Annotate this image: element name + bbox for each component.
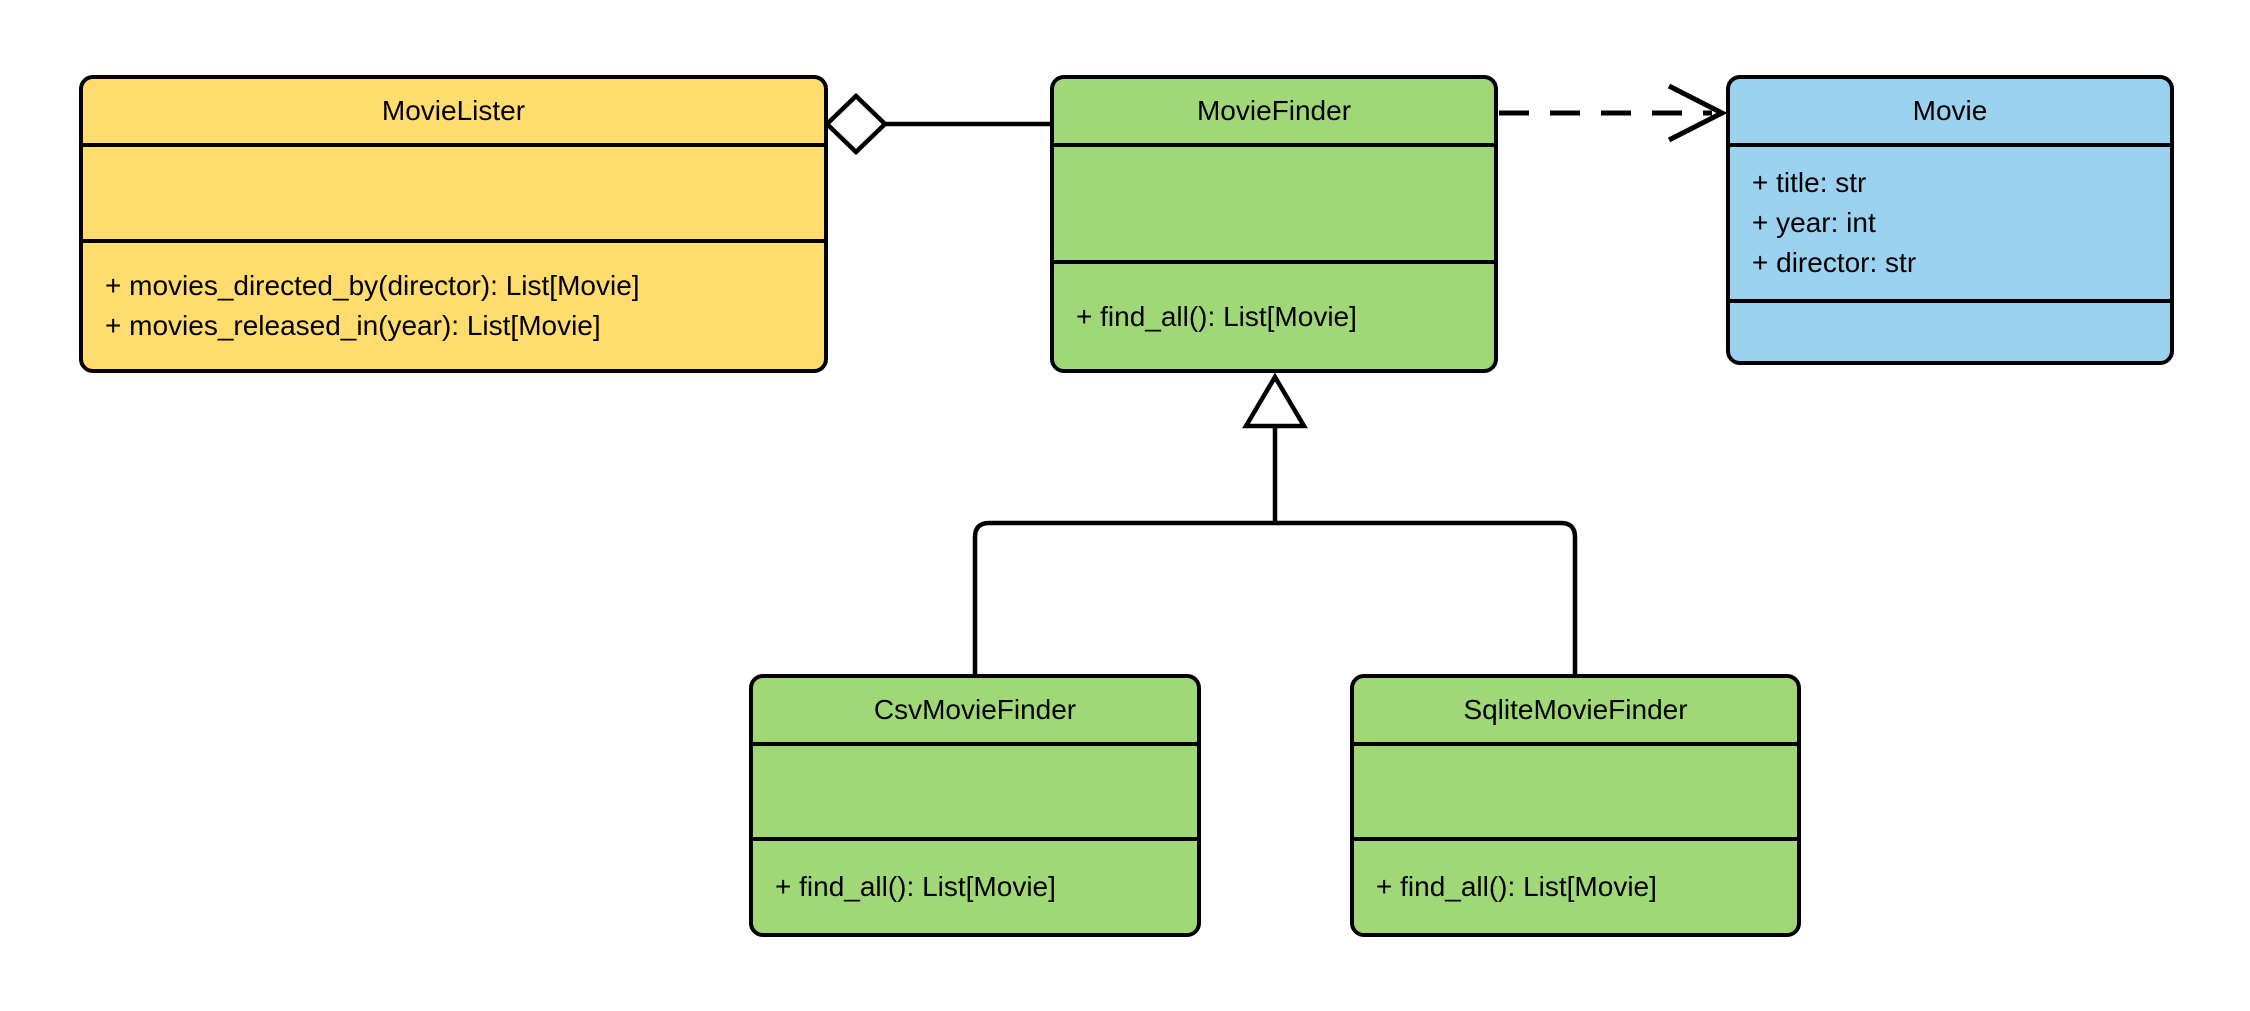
dependency-connector xyxy=(1499,83,1728,143)
method-label: + find_all(): List[Movie] xyxy=(775,871,1056,902)
class-moviefinder-attributes-empty xyxy=(1054,143,1494,260)
aggregation-connector xyxy=(823,92,1052,156)
method-label: + movies_released_in(year): List[Movie] xyxy=(105,310,601,341)
class-movielister: MovieLister + movies_directed_by(directo… xyxy=(79,75,828,373)
class-csvmoviefinder-title: CsvMovieFinder xyxy=(873,694,1077,725)
class-csvmoviefinder-methods: + find_all(): List[Movie] xyxy=(753,837,1197,933)
method-label: + find_all(): List[Movie] xyxy=(1076,300,1357,332)
generalization-connector xyxy=(972,372,1578,676)
method-label: + find_all(): List[Movie] xyxy=(1376,871,1657,902)
class-movie-methods-empty xyxy=(1730,299,2170,361)
class-moviefinder-title: MovieFinder xyxy=(1196,95,1352,126)
class-csvmoviefinder-attributes-empty xyxy=(753,742,1197,837)
class-sqlitemoviefinder-title: SqliteMovieFinder xyxy=(1463,694,1688,725)
class-sqlitemoviefinder: SqliteMovieFinder + find_all(): List[Mov… xyxy=(1350,674,1801,937)
class-movielister-title: MovieLister xyxy=(381,95,526,126)
class-movie-title: Movie xyxy=(1912,95,1988,126)
class-movie: Movie + title: str + year: int + directo… xyxy=(1726,75,2174,365)
class-moviefinder: MovieFinder + find_all(): List[Movie] xyxy=(1050,75,1498,373)
aggregation-diamond xyxy=(823,92,889,156)
class-sqlitemoviefinder-methods: + find_all(): List[Movie] xyxy=(1354,837,1797,933)
dependency-arrowhead xyxy=(1667,83,1728,143)
class-sqlitemoviefinder-attributes-empty xyxy=(1354,742,1797,837)
attribute-label: + title: str xyxy=(1752,167,1867,198)
class-movielister-attributes-empty xyxy=(83,143,824,239)
class-moviefinder-methods: + find_all(): List[Movie] xyxy=(1054,260,1494,369)
method-label: + movies_directed_by(director): List[Mov… xyxy=(105,270,640,301)
class-csvmoviefinder: CsvMovieFinder + find_all(): List[Movie] xyxy=(749,674,1201,937)
class-movielister-methods: + movies_directed_by(director): List[Mov… xyxy=(83,239,824,369)
generalization-triangle xyxy=(1242,372,1308,429)
class-movie-attributes: + title: str + year: int + director: str xyxy=(1730,143,2170,299)
attribute-label: + year: int xyxy=(1752,207,1876,238)
attribute-label: + director: str xyxy=(1752,247,1917,278)
